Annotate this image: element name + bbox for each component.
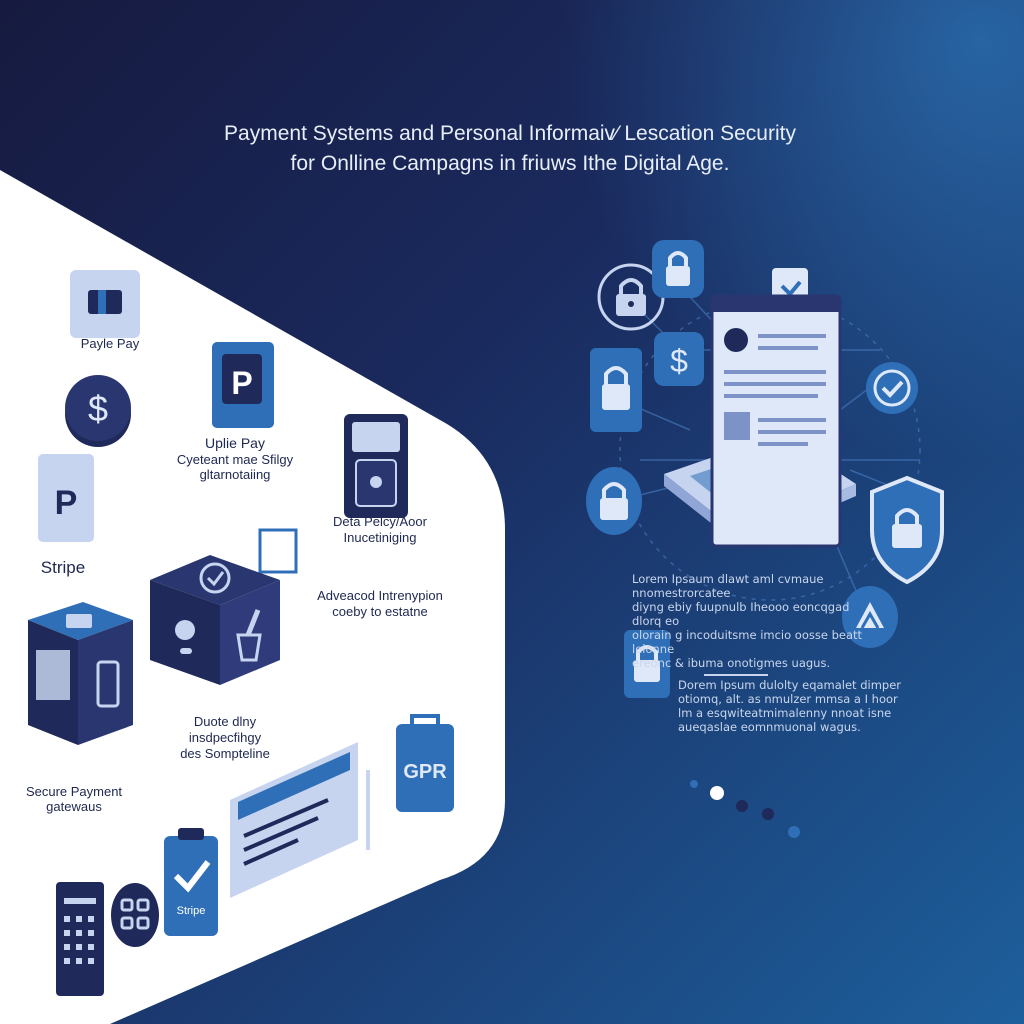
label-uplie-pay-sub1: Cyeteant mae Sfilgy xyxy=(176,452,294,467)
label-gpr: GPR xyxy=(403,761,447,783)
title-line-2: for Onlline Campagns in friuws Ithe Digi… xyxy=(290,152,730,175)
text-line: Lorem Ipsaum dlawt aml cvmaue nnomestror… xyxy=(632,572,824,600)
text-line: diyng ebiy fuupnulb Iheooo eoncqgad dlor… xyxy=(632,600,850,628)
dollar-coin-icon: $ xyxy=(65,375,131,447)
paypal-tile-icon: P xyxy=(212,342,274,428)
svg-text:$: $ xyxy=(88,388,108,429)
pagination-dot[interactable] xyxy=(762,808,774,820)
pagination-dot-active[interactable] xyxy=(710,786,724,800)
paypal-p-icon: P xyxy=(38,454,94,542)
text-line: Dorem Ipsum dulolty eqamalet dimper xyxy=(678,678,902,692)
text-line: ereonc & ibuma onotigmes uagus. xyxy=(632,656,831,670)
document-icon xyxy=(710,294,842,548)
text-line: aueqaslae eomnmuonal wagus. xyxy=(678,720,861,734)
dollar-icon: $ xyxy=(654,332,704,386)
svg-text:P: P xyxy=(231,365,252,401)
divider xyxy=(704,674,768,676)
label-advanced-2: coeby to estatne xyxy=(332,604,428,619)
text-block-1: Lorem Ipsaum dlawt aml cvmaue nnomestror… xyxy=(632,572,882,670)
svg-text:P: P xyxy=(55,484,78,522)
svg-text:$: $ xyxy=(670,343,688,379)
label-duote-1: Duote dlny xyxy=(193,714,257,729)
label-secure-1: Secure Payment xyxy=(25,784,123,799)
label-stripe: Stripe xyxy=(40,558,86,577)
checklist-shield-icon: Stripe xyxy=(164,828,218,936)
checkmark-shield-icon xyxy=(866,362,918,414)
label-data-protection-1: Deta Pelcy/Aoor xyxy=(333,514,427,529)
checkmark-cube-icon xyxy=(150,528,298,685)
card-icon xyxy=(70,270,140,338)
qr-code-icon xyxy=(111,883,159,947)
text-block-2: Dorem Ipsum dulolty eqamalet dimper otio… xyxy=(678,678,928,734)
label-secure-2: gatewaus xyxy=(46,799,102,814)
label-data-protection-2: Inucetiniging xyxy=(343,530,417,545)
globe-icon xyxy=(842,586,898,648)
label-payle-pay: Payle Pay xyxy=(80,336,140,351)
server-icon xyxy=(28,602,133,745)
label-duote-2: insdpecfihgy xyxy=(188,730,262,745)
text-line: olorain g incoduitsme imcio oosse beatt … xyxy=(632,628,863,656)
padlock-icon xyxy=(624,630,670,698)
pagination-dot[interactable] xyxy=(788,826,800,838)
wallet-icon xyxy=(344,414,408,518)
padlock-icon xyxy=(652,240,704,298)
receipt-icon xyxy=(56,882,104,996)
pagination-dot[interactable] xyxy=(736,800,748,812)
label-duote-3: des Sompteline xyxy=(180,746,270,761)
shield-padlock-icon xyxy=(870,475,944,585)
text-line: lm a esqwiteatmimalenny nnoat isne xyxy=(678,706,892,720)
padlock-icon xyxy=(590,348,642,432)
credit-card-icon xyxy=(230,742,370,898)
label-advanced-1: Adveacod Intrenypion xyxy=(317,588,443,603)
label-uplie-pay-sub2: gltarnotaiing xyxy=(199,467,271,482)
padlock-icon xyxy=(586,467,642,535)
gdpr-shield-icon: GPR xyxy=(396,714,454,812)
text-line: otiomq, alt. as nmulzer mmsa a I hoor xyxy=(678,692,898,706)
label-uplie-pay: Uplie Pay xyxy=(205,435,265,451)
title-line-1: Payment Systems and Personal Informaiv⁄ … xyxy=(224,122,796,145)
pagination-dot[interactable] xyxy=(690,780,698,788)
label-stripe-badge: Stripe xyxy=(177,905,206,917)
